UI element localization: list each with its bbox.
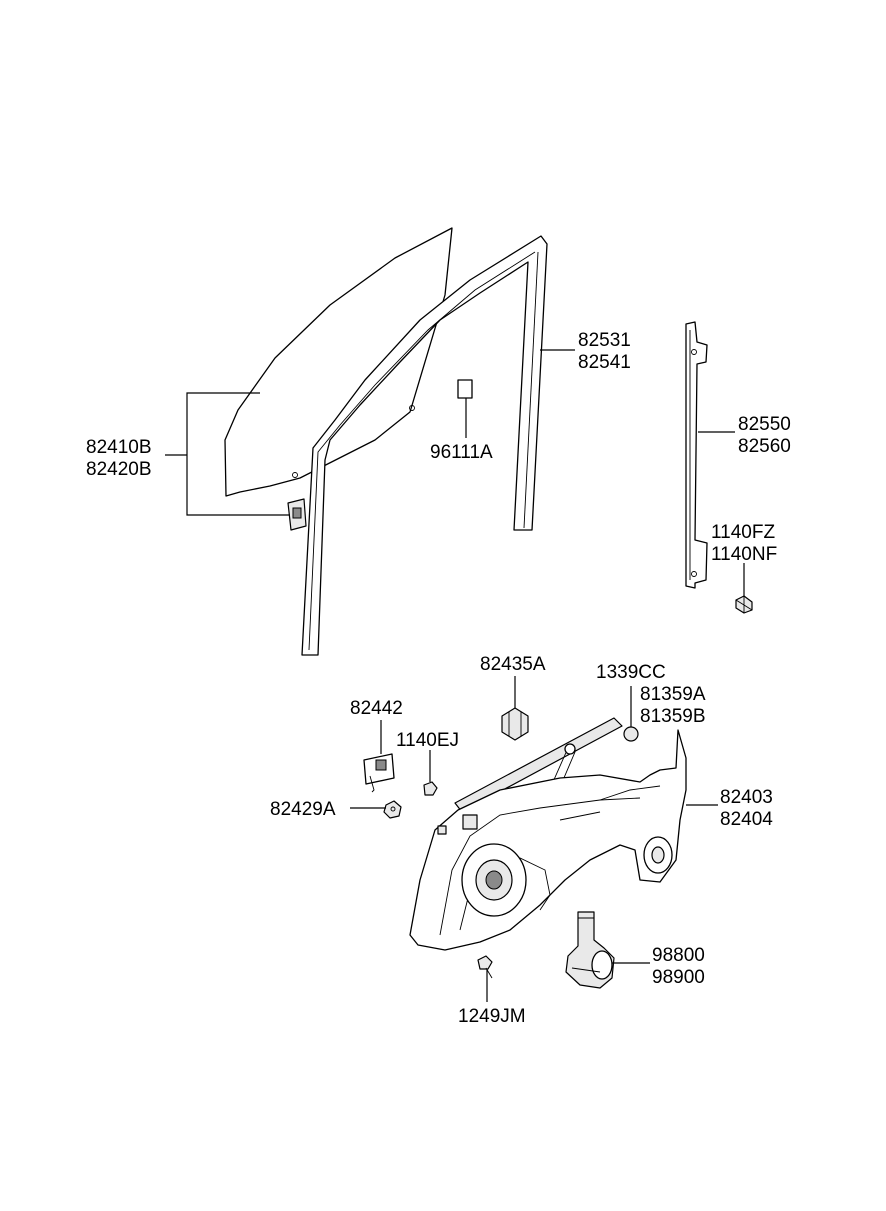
label-regulator-1: 82403 bbox=[720, 787, 773, 808]
door-glass bbox=[224, 227, 453, 531]
regulator-bolt bbox=[477, 955, 493, 979]
label-motor-2: 98900 bbox=[652, 967, 705, 988]
label-door-glass-1: 82410B bbox=[86, 437, 152, 458]
label-glass-holder: 82442 bbox=[350, 698, 403, 719]
clip bbox=[501, 707, 529, 741]
nut bbox=[623, 726, 639, 742]
label-regulator-2: 82404 bbox=[720, 809, 773, 830]
rear-channel bbox=[685, 321, 708, 589]
label-nut: 1339CC bbox=[596, 662, 666, 683]
label-rear-channel-1: 82550 bbox=[738, 414, 791, 435]
holder-bolt bbox=[423, 781, 438, 796]
label-motor-1: 98800 bbox=[652, 945, 705, 966]
channel-bolt bbox=[735, 595, 753, 614]
label-door-glass-2: 82420B bbox=[86, 459, 152, 480]
label-run-channel-2: 82541 bbox=[578, 352, 631, 373]
label-channel-bolt-1: 1140FZ bbox=[711, 522, 775, 543]
glass-run-channel bbox=[301, 235, 548, 656]
label-rear-channel-2: 82560 bbox=[738, 436, 791, 457]
regulator-motor bbox=[565, 911, 615, 989]
label-screw: 82429A bbox=[270, 799, 336, 820]
glass-holder bbox=[363, 753, 395, 793]
label-channel-bolt-2: 1140NF bbox=[711, 544, 777, 565]
label-sticker: 96111A bbox=[430, 442, 493, 463]
label-sticker bbox=[457, 379, 473, 399]
label-regulator-bolt: 1249JM bbox=[458, 1006, 526, 1027]
label-grommet-2: 81359B bbox=[640, 706, 706, 727]
screw bbox=[383, 800, 402, 819]
leader-lines bbox=[165, 349, 745, 1002]
label-run-channel-1: 82531 bbox=[578, 330, 631, 351]
label-holder-bolt: 1140EJ bbox=[396, 730, 459, 751]
window-regulator bbox=[409, 717, 687, 951]
label-clip: 82435A bbox=[480, 654, 546, 675]
label-grommet-1: 81359A bbox=[640, 684, 706, 705]
part-labels: 82410B 82420B 82531 82541 96111A 82550 8… bbox=[86, 330, 791, 1027]
